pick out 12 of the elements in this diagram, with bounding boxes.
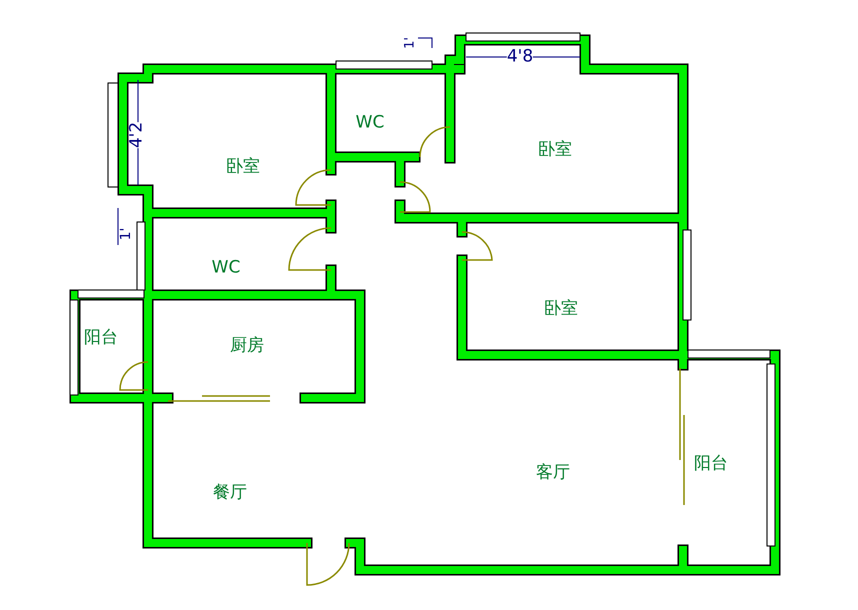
dimension-label: 1': [404, 37, 416, 49]
room-label: 卧室: [226, 158, 260, 176]
room-label: 卧室: [538, 142, 572, 158]
room-label: 卧室: [544, 300, 578, 318]
room-label: 客厅: [536, 464, 570, 482]
room-label: 餐厅: [213, 484, 247, 502]
room-label: WC: [212, 260, 240, 276]
dimension-label: 1': [119, 228, 133, 240]
room-label: WC: [356, 114, 384, 132]
room-label: 阳台: [84, 330, 118, 346]
room-label: 阳台: [694, 456, 728, 472]
room-label: 厨房: [230, 338, 264, 354]
